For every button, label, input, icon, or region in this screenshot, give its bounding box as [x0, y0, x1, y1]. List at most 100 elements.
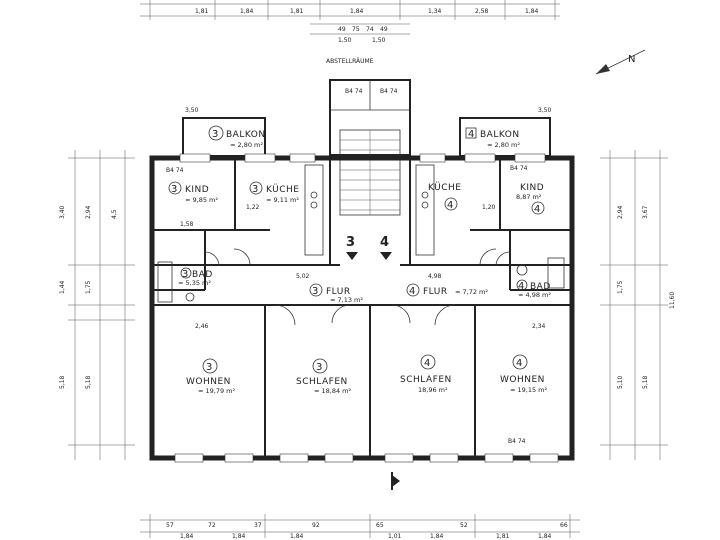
kind-right-unit: 4 [534, 204, 540, 215]
schlafen-right-area: 18,96 m² [418, 386, 448, 394]
room-schlafen-right: 4 SCHLAFEN 18,96 m² [400, 354, 452, 394]
dim-inner-2: 2,34 [532, 323, 546, 330]
storage-label: ABSTELLRÄUME [326, 58, 374, 65]
dim-mid-1: 49 [338, 26, 346, 33]
dim-inner-1: 2,46 [195, 323, 209, 330]
dim-bottom-5: 1,84 [430, 533, 444, 540]
bad-right-name: BAD [530, 282, 551, 292]
dim-bottom-1: 1,84 [180, 533, 194, 540]
entry-number-3: 3 [346, 235, 355, 250]
dim-inner-4: 4,98 [428, 273, 442, 280]
dim-bottom-small-6: 52 [460, 522, 468, 529]
bad-right-unit: 4 [518, 281, 524, 292]
dim-top-5: 1,34 [428, 8, 442, 15]
kueche-left-area: ≈ 9,11 m² [266, 196, 299, 204]
dim-inner-3: 5,02 [296, 273, 310, 280]
bad-right-area: ≈ 4,98 m² [518, 291, 551, 299]
dim-bottom-small-3: 37 [254, 522, 262, 529]
storage-mark-1: B4 74 [345, 88, 363, 95]
balcony-right-name: BALKON [480, 130, 520, 140]
wohnen-left-unit: 3 [206, 362, 212, 373]
dim-left-6: 5,18 [85, 375, 92, 389]
kind-left-area: ≈ 9,85 m² [185, 196, 218, 204]
schlafen-right-unit: 4 [424, 358, 430, 369]
dim-left-2: 2,94 [85, 205, 92, 219]
dim-bottom-small-1: 57 [166, 522, 174, 529]
wohnen-right-area: ≈ 19,15 m² [510, 386, 548, 394]
dim-top-2: 1,84 [240, 8, 254, 15]
dim-inner-5: 1,58 [180, 221, 194, 228]
dim-bottom-4: 1,01 [388, 533, 402, 540]
dim-left-5: 5,18 [59, 375, 66, 389]
dim-bottom-small-2: 72 [208, 522, 216, 529]
left-dimension-chain: 3,40 2,94 4,5 1,44 1,75 5,18 5,18 [59, 150, 135, 460]
north-label: N [628, 54, 635, 65]
room-flur-right: 4 FLUR ≈ 7,72 m² [406, 283, 488, 297]
bad-left-unit: 3 [182, 269, 188, 280]
balcony-left-name: BALKON [226, 130, 266, 140]
kind-right-area: 8,87 m² [516, 193, 542, 201]
flur-right-name: FLUR [423, 287, 448, 297]
balcony-right-area: ≈ 2,80 m² [487, 141, 520, 149]
dim-top-3: 1,81 [290, 8, 304, 15]
flur-left-area: ≈ 7,13 m² [330, 296, 363, 304]
balcony-left-area: ≈ 2,80 m² [230, 141, 263, 149]
kueche-left-name: KÜCHE [266, 184, 300, 195]
balcony-left-unit: 3 [212, 129, 218, 140]
entry-number-4: 4 [380, 235, 389, 250]
dim-top-7: 1,84 [525, 8, 539, 15]
dim-right-4: 5,10 [617, 375, 624, 389]
inner-dimensions: 2,46 2,34 5,02 4,98 1,58 1,22 1,20 B4 74… [166, 165, 546, 445]
room-kind-left: 3 KIND ≈ 9,85 m² [168, 181, 218, 204]
dim-left-4: 1,75 [85, 280, 92, 294]
schlafen-right-name: SCHLAFEN [400, 375, 452, 385]
right-dimension-chain: 2,94 3,67 1,75 5,10 5,18 11,60 [600, 150, 676, 460]
room-wohnen-left: 3 WOHNEN ≈ 19,79 m² [186, 358, 236, 395]
kueche-right-unit: 4 [447, 200, 453, 211]
window-mark-3: B4 74 [166, 167, 184, 174]
schlafen-left-area: ≈ 18,84 m² [314, 387, 352, 395]
kind-left-unit: 3 [171, 184, 177, 195]
dim-left-3: 1,44 [59, 280, 66, 294]
dim-left-7: 4,5 [111, 209, 118, 219]
balcony-right-unit: 4 [468, 129, 474, 140]
dim-right-6: 11,60 [669, 292, 676, 309]
room-kueche-left: 3 KÜCHE ≈ 9,11 m² [249, 181, 300, 204]
flur-right-area: ≈ 7,72 m² [455, 288, 488, 296]
top-dimension-chain: 1,81 1,84 1,81 1,84 1,34 2,58 1,84 49 75… [140, 0, 560, 44]
dim-bottom-2: 1,84 [232, 533, 246, 540]
bad-left-area: ≈ 5,35 m² [178, 279, 211, 287]
dim-right-1: 2,94 [617, 205, 624, 219]
flur-left-name: FLUR [326, 287, 351, 297]
wohnen-left-name: WOHNEN [186, 377, 231, 387]
dim-left-1: 3,40 [59, 205, 66, 219]
north-arrow: N [595, 49, 646, 75]
dim-mid-4: 49 [380, 26, 388, 33]
dim-inner-7: 1,20 [482, 204, 496, 211]
dim-bottom-3: 1,84 [290, 533, 304, 540]
wohnen-right-unit: 4 [516, 358, 522, 369]
room-wohnen-right: 4 WOHNEN ≈ 19,15 m² [500, 354, 548, 394]
room-bad-right: 4 BAD ≈ 4,98 m² [516, 279, 551, 299]
bottom-dimension-chain: 57 72 37 92 65 52 66 1,84 1,84 1,84 1,01… [140, 514, 580, 540]
flur-right-unit: 4 [409, 286, 415, 297]
balcony-right-dim: 3,50 [538, 107, 552, 114]
schlafen-left-unit: 3 [316, 362, 322, 373]
dim-bottom-small-5: 65 [376, 522, 384, 529]
room-flur-left: 3 FLUR ≈ 7,13 m² [309, 283, 363, 304]
dim-mid-2: 75 [352, 26, 360, 33]
room-kind-right: KIND 8,87 m² 4 [516, 183, 545, 215]
storage-mark-2: B4 74 [380, 88, 398, 95]
dim-inner-6: 1,22 [246, 204, 260, 211]
window-mark-5: B4 74 [508, 438, 526, 445]
dim-mid-5: 1,50 [338, 37, 352, 44]
balcony-left-dim: 3,50 [185, 107, 199, 114]
dim-bottom-small-7: 66 [560, 522, 568, 529]
window-mark-4: B4 74 [510, 165, 528, 172]
dim-bottom-6: 1,81 [496, 533, 510, 540]
room-schlafen-left: 3 SCHLAFEN ≈ 18,84 m² [296, 358, 352, 395]
flur-left-unit: 3 [312, 286, 318, 297]
wohnen-left-area: ≈ 19,79 m² [198, 387, 236, 395]
dim-mid-6: 1,50 [372, 37, 386, 44]
dim-right-2: 3,67 [642, 205, 649, 219]
